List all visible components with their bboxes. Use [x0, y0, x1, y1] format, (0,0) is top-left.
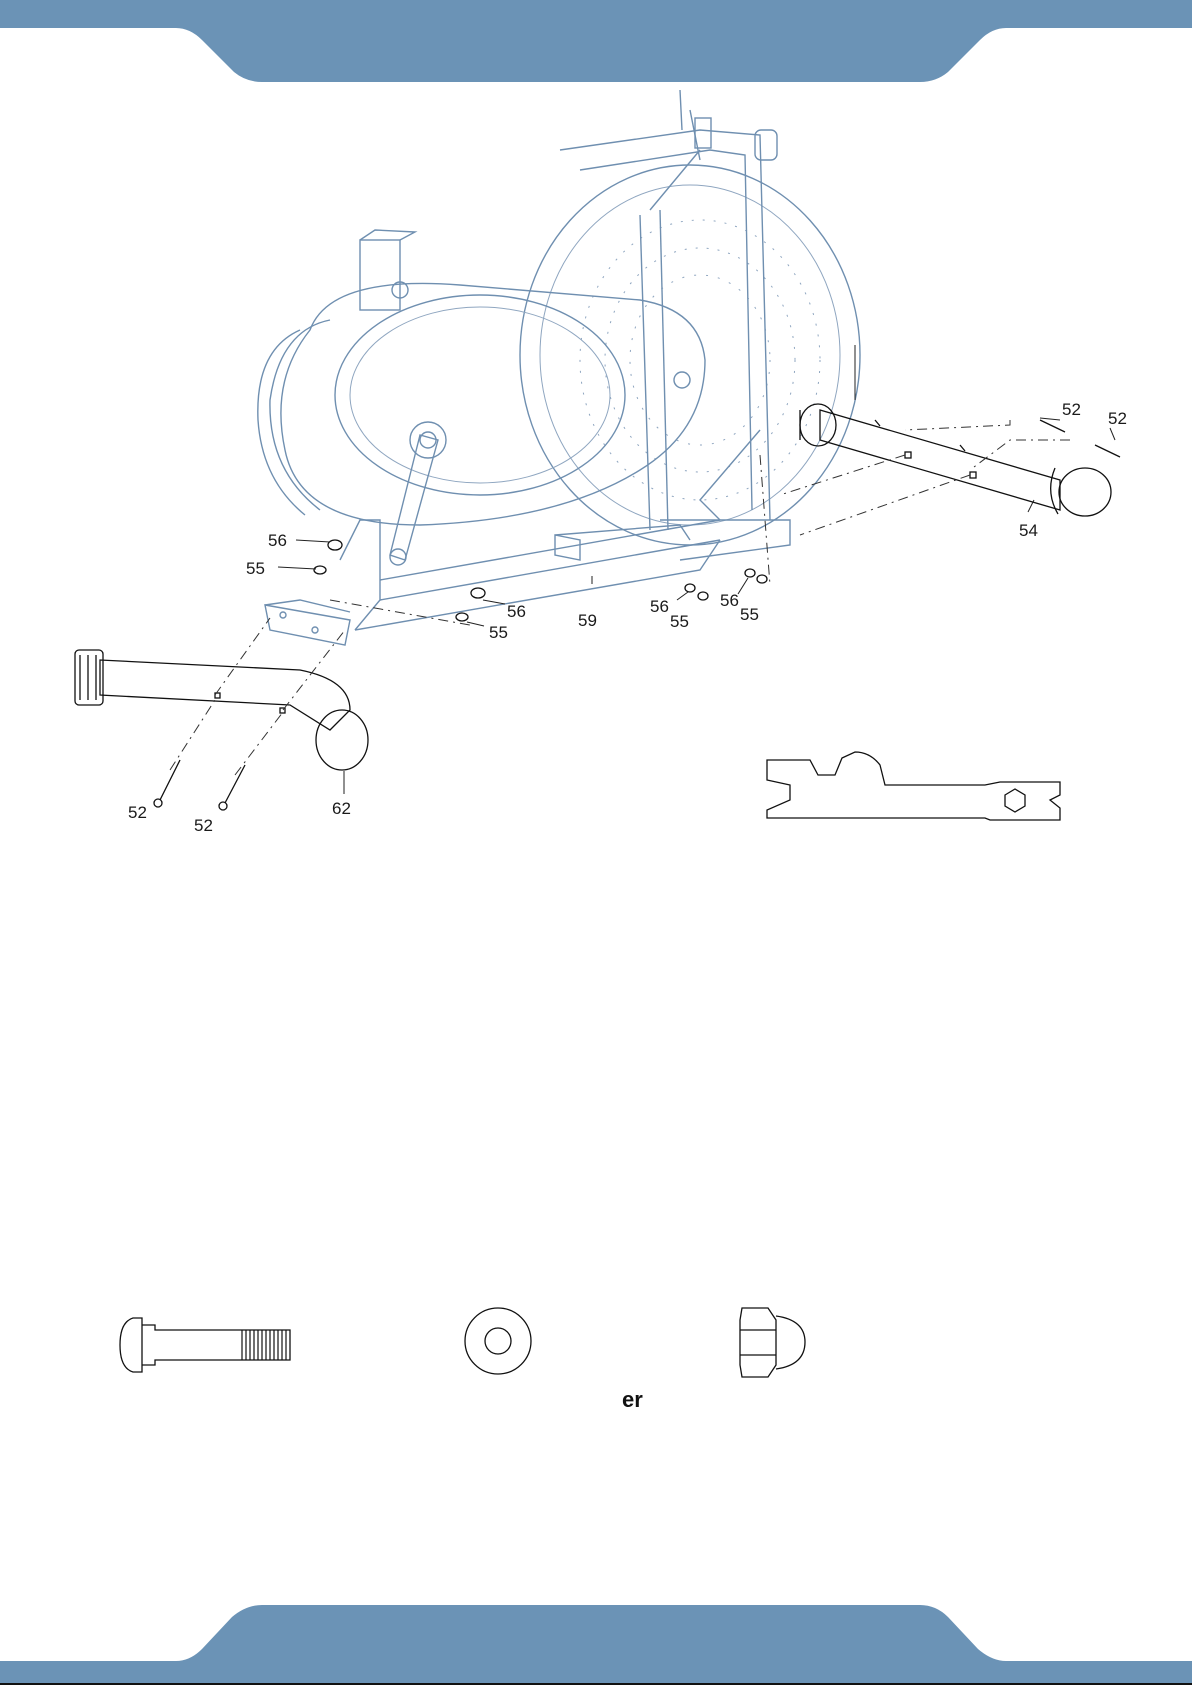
callout-56: 56 [650, 597, 669, 616]
callout-52: 52 [1108, 409, 1127, 428]
chain-cover [258, 230, 705, 525]
front-stabilizer-62 [75, 650, 368, 770]
callout-54: 54 [1019, 521, 1038, 540]
callout-62: 62 [332, 799, 351, 818]
callout-55: 55 [670, 612, 689, 631]
washer-icon [465, 1308, 531, 1374]
callout-52: 52 [194, 816, 213, 835]
rear-frame [560, 90, 777, 530]
carriage-bolt-icon [120, 1318, 290, 1372]
base-frame [265, 520, 790, 645]
callout-52: 52 [128, 803, 147, 822]
leader-lines [278, 345, 1115, 794]
callout-56: 56 [268, 531, 287, 550]
wrench-icon [767, 752, 1060, 820]
callout-55: 55 [740, 605, 759, 624]
flywheel-cover [520, 165, 860, 545]
callout-56: 56 [507, 602, 526, 621]
callout-55: 55 [489, 623, 508, 642]
callout-55: 55 [246, 559, 265, 578]
rear-stabilizer-54 [800, 404, 1111, 516]
callout-56: 56 [720, 591, 739, 610]
acorn-nut-icon [740, 1308, 805, 1377]
callout-labels: 52 52 54 56 55 56 55 59 56 55 56 55 52 5… [128, 400, 1127, 835]
callout-59: 59 [578, 611, 597, 630]
washer-label-fragment: er [622, 1387, 643, 1412]
callout-52: 52 [1062, 400, 1081, 419]
crank-arm [390, 422, 446, 565]
